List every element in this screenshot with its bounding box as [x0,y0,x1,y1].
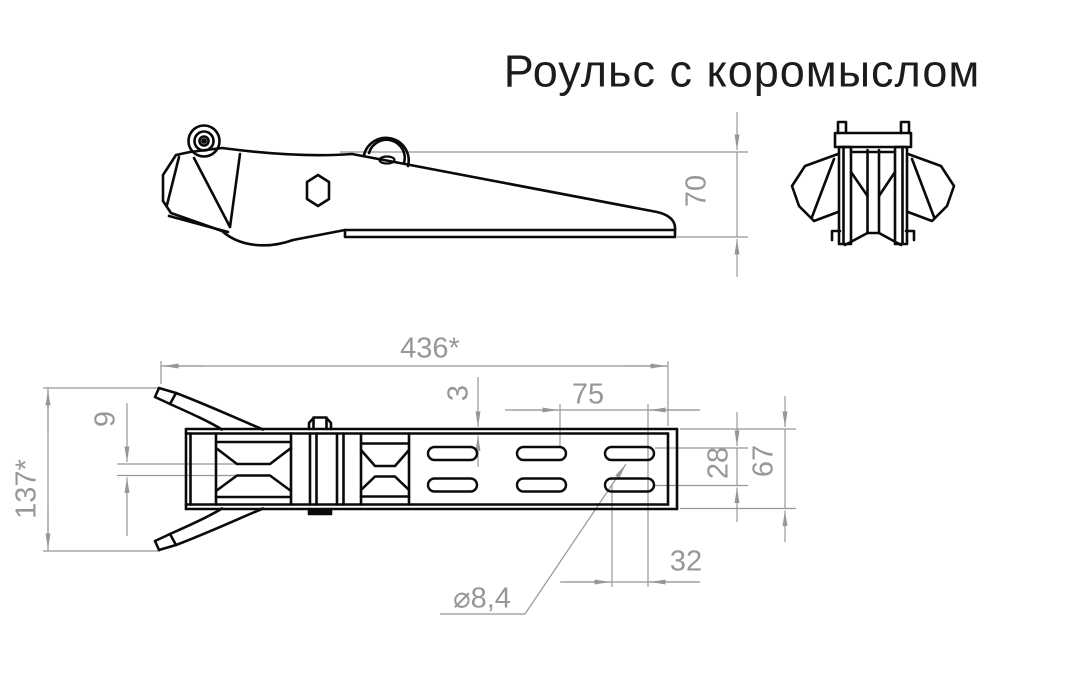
dimension-lines [43,112,796,615]
plan-view-drawing [153,386,679,552]
dim-label-slot-length: 32 [669,545,703,578]
dim-label-slot-pitch: 75 [571,378,605,411]
dim-label-overall-width: 137* [10,459,43,519]
front-view-drawing [790,120,956,247]
side-view-drawing [161,124,677,247]
dim-label-hole-diameter: ⌀8,4 [453,582,511,615]
drawing-title: Роульс с коромыслом [503,45,981,97]
dim-label-body-height: 70 [680,174,713,208]
dim-label-channel-width: 67 [747,444,780,478]
dim-label-rail-thickness: 3 [442,384,475,402]
dim-label-overall-length: 436* [400,332,460,365]
dim-label-roller-waist-gap: 9 [89,410,122,428]
dim-label-slot-row-spacing: 28 [702,446,735,480]
